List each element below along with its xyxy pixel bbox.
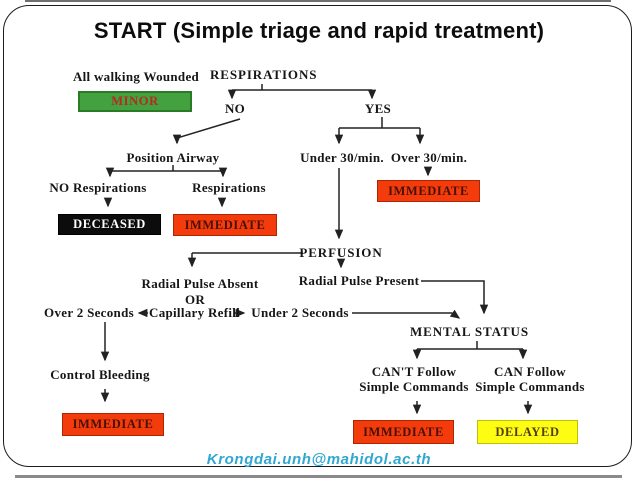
flowchart-panel [3,5,632,467]
node-yes: YES [364,101,392,116]
node-radial-pulse-present: Radial Pulse Present [298,273,420,288]
slide-title: START (Simple triage and rapid treatment… [93,18,545,43]
immediate-bleeding-box: IMMEDIATE [62,413,164,436]
node-under-2-seconds: Under 2 Seconds [251,305,349,320]
node-cant-follow-line1: CAN'T Follow [371,364,457,379]
immediate-breathing-box: IMMEDIATE [377,180,480,202]
minor-box: MINOR [78,91,192,112]
top-slide-edge [25,0,611,2]
node-or: OR [184,292,206,307]
bottom-slide-edge [15,475,622,478]
delayed-box: DELAYED [477,420,578,444]
node-respirations-present: Respirations [192,180,266,195]
node-all-walking-wounded: All walking Wounded [72,69,200,84]
node-over-2-seconds: Over 2 Seconds [44,305,134,320]
node-position-airway: Position Airway [126,150,220,165]
node-can-follow-line2: Simple Commands [475,379,585,394]
footer-email: Krongdai.unh@mahidol.ac.th [206,451,432,468]
deceased-box: DECEASED [58,214,161,235]
node-can-follow: CAN Follow Simple Commands [474,364,586,394]
node-no-respirations: NO Respirations [49,180,147,195]
node-over-30: Over 30/min. [390,150,468,165]
immediate-airway-box: IMMEDIATE [173,214,277,236]
node-cant-follow: CAN'T Follow Simple Commands [358,364,470,394]
node-cant-follow-line2: Simple Commands [359,379,469,394]
node-under-30: Under 30/min. [300,150,384,165]
immediate-mental-box: IMMEDIATE [353,420,454,444]
node-can-follow-line1: CAN Follow [494,364,566,379]
node-perfusion: PERFUSION [299,245,383,260]
node-capillary-refill: Capillary Refill [149,305,241,320]
node-no: NO [224,101,246,116]
node-control-bleeding: Control Bleeding [50,367,150,382]
node-mental-status: MENTAL STATUS [410,324,529,339]
node-respirations: RESPIRATIONS [210,67,318,82]
node-radial-pulse-absent: Radial Pulse Absent [141,276,259,291]
